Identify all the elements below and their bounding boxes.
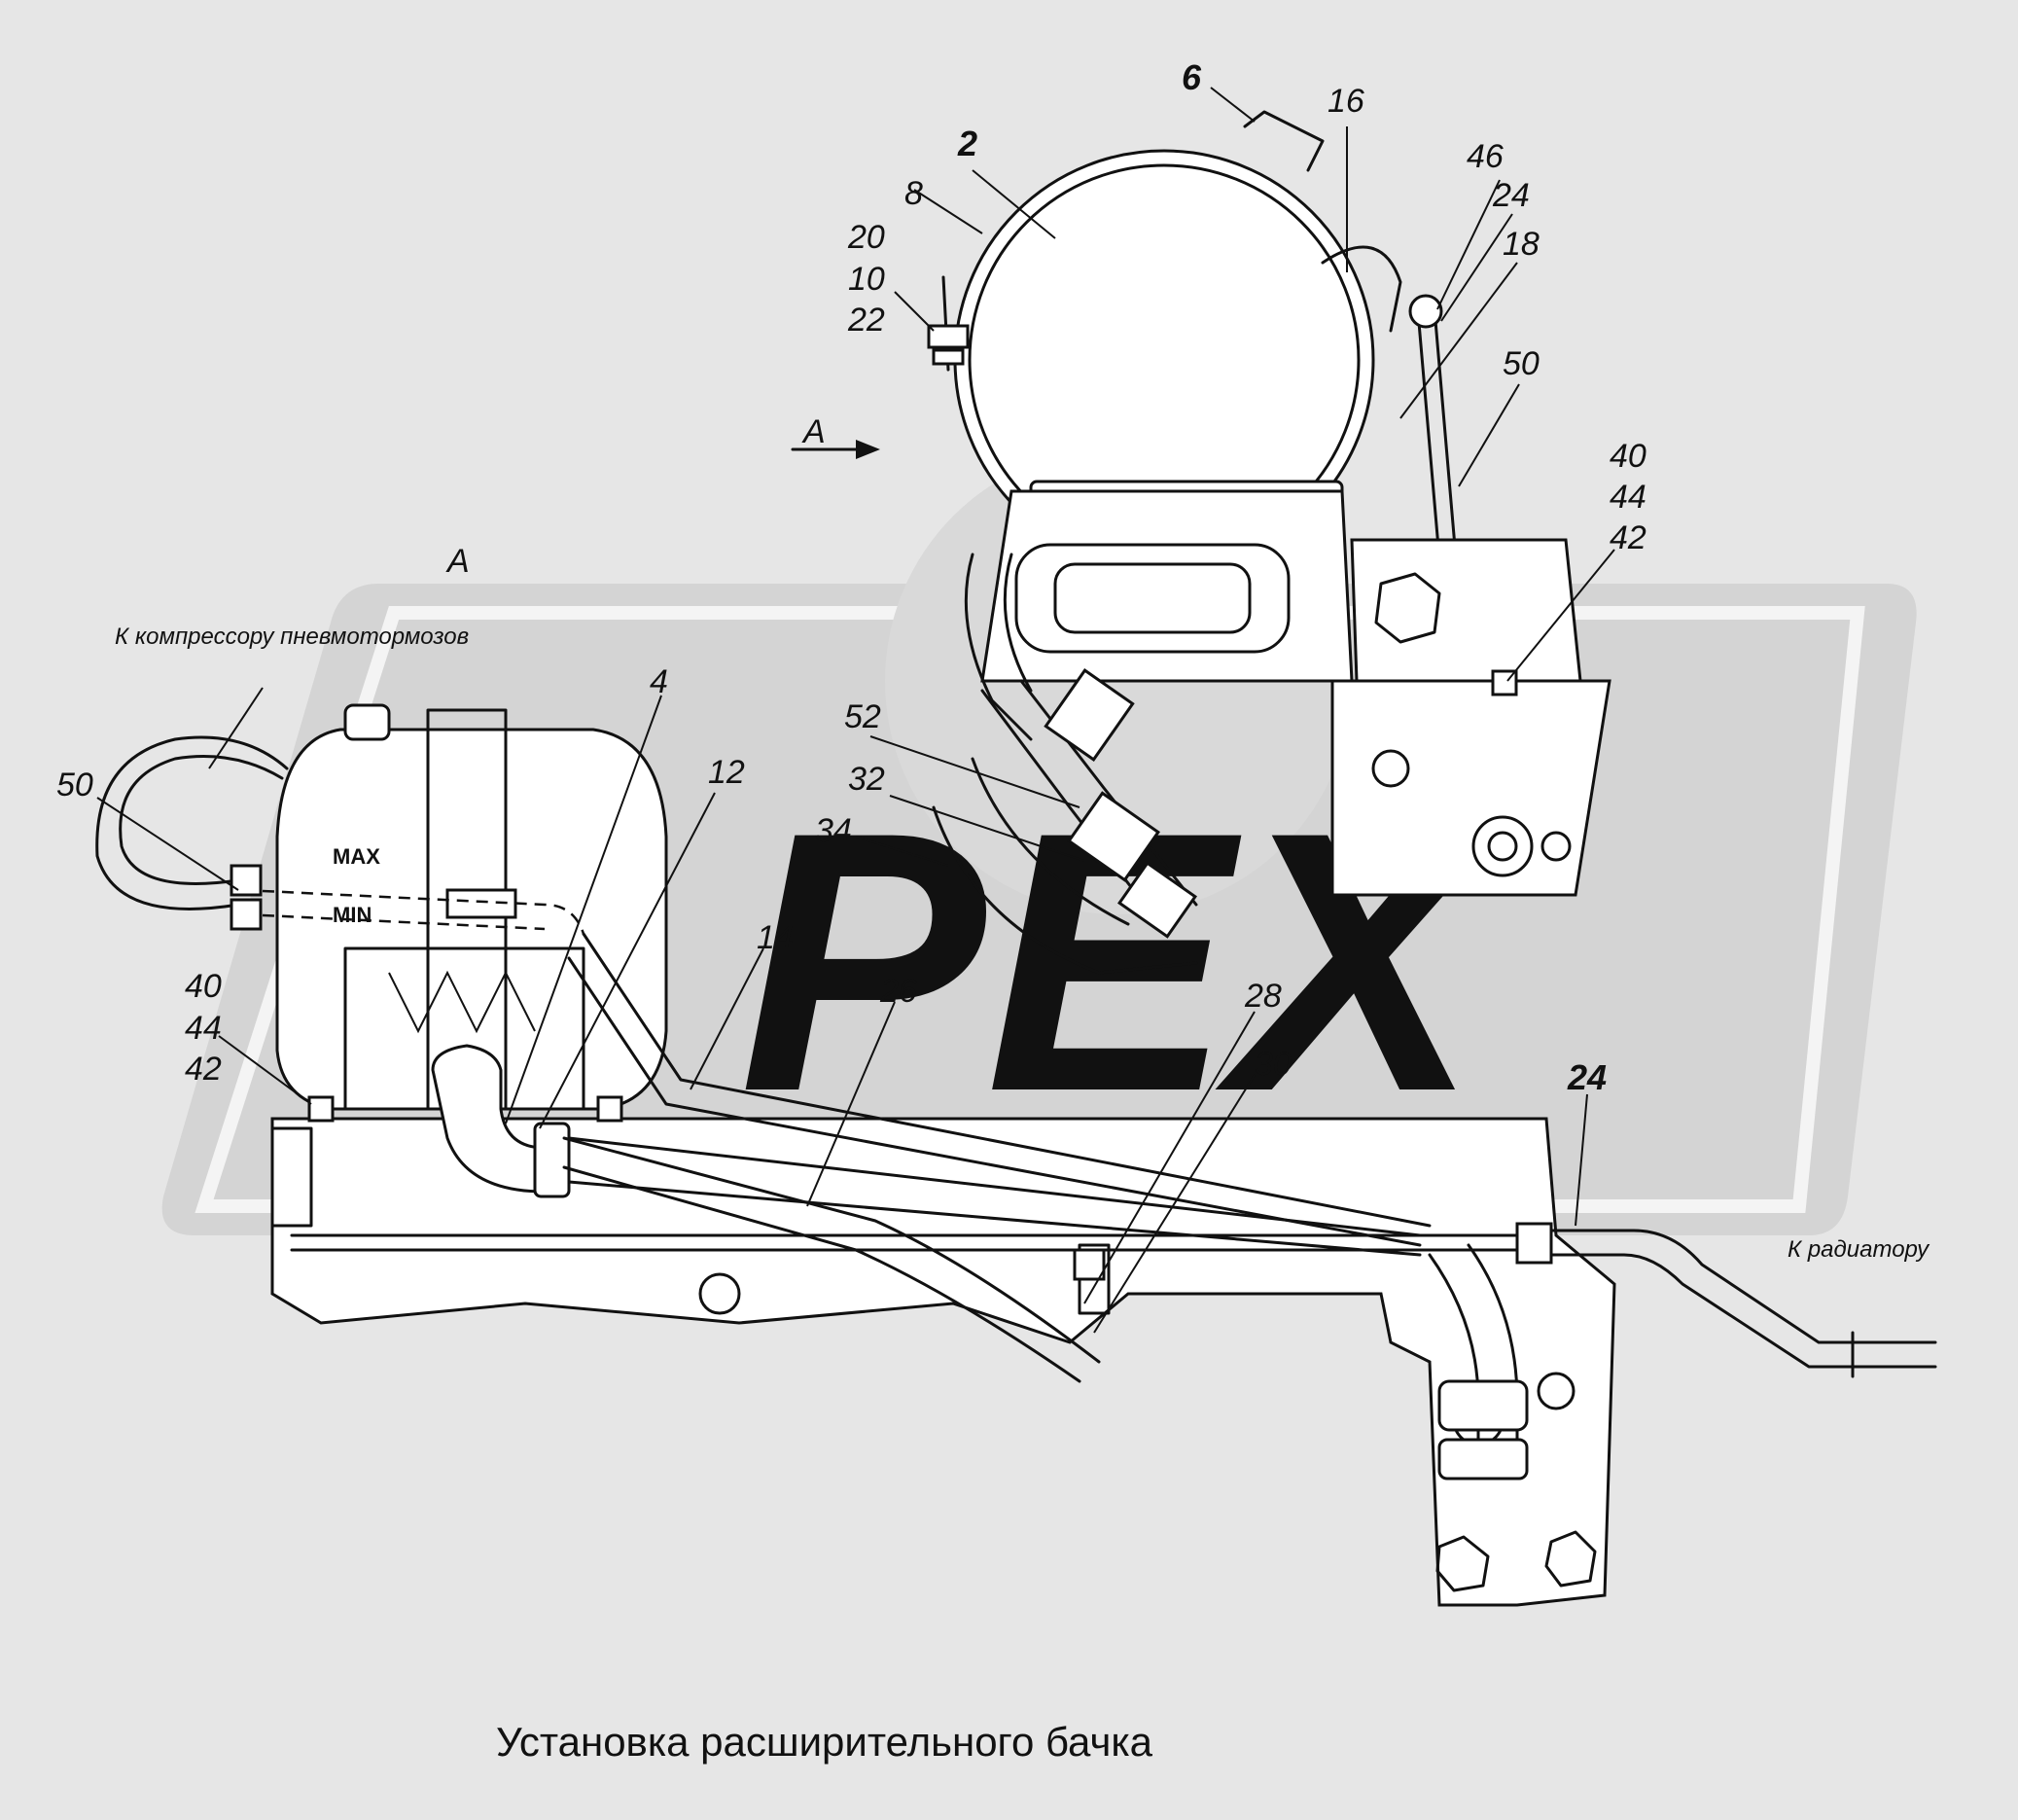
callout-28: 28: [1244, 978, 1282, 1015]
callout-46: 46: [1467, 138, 1504, 175]
callout-26: 26: [879, 973, 917, 1010]
callout-32: 32: [848, 761, 885, 798]
callout-16: 16: [1328, 83, 1364, 120]
callout-22: 22: [847, 302, 885, 339]
callout-44-top: 44: [1610, 479, 1646, 516]
callout-6: 6: [1182, 57, 1202, 97]
callout-8: 8: [904, 175, 923, 212]
note-compressor: К компрессору пневмотормозов: [115, 624, 469, 650]
callouts: 2 6 16 8 20 10 22 46 24 18 50 40 44 42 5…: [56, 57, 1646, 1097]
callout-4: 4: [650, 663, 668, 700]
callout-44-left: 44: [185, 1010, 222, 1047]
engine-head: [964, 489, 1611, 897]
callout-40-left: 40: [185, 968, 222, 1005]
expansion-tank: MAX MIN: [242, 703, 683, 1111]
callout-14: 14: [757, 919, 794, 956]
note-radiator: К радиатору: [1788, 1236, 1930, 1263]
view-arrow: A: [791, 413, 880, 459]
radiator-pipe: [1515, 1222, 1937, 1378]
callout-42-left: 42: [185, 1051, 222, 1088]
view-label: A: [445, 543, 470, 580]
callout-50-top: 50: [1503, 345, 1540, 382]
callout-24-right: 24: [1567, 1057, 1607, 1097]
leader-lines: [96, 87, 1615, 1334]
mount-nuts: [307, 669, 1518, 1281]
tank-min-mark: MIN: [333, 903, 372, 927]
callout-50-left: 50: [56, 767, 93, 803]
callout-52: 52: [844, 698, 881, 735]
lower-hose: [1428, 1243, 1529, 1481]
figure-caption: Установка расширительного бачка: [496, 1719, 1153, 1765]
callout-20: 20: [847, 219, 885, 256]
callout-2: 2: [957, 124, 977, 163]
callout-24-top: 24: [1492, 177, 1530, 214]
pipe-26: [562, 1136, 1101, 1383]
callout-10: 10: [848, 261, 885, 298]
callout-30: 30: [1255, 1046, 1292, 1083]
hose-52: [932, 668, 1198, 975]
view-arrow-label: A: [801, 413, 826, 450]
tank-max-mark: MAX: [333, 844, 380, 869]
callout-12: 12: [708, 754, 745, 791]
engine-block: [270, 1117, 1616, 1607]
clamp-bolt: [927, 275, 970, 372]
callout-42-top: 42: [1610, 519, 1646, 556]
callout-40-top: 40: [1610, 438, 1646, 475]
callout-18: 18: [1503, 226, 1540, 263]
compressor-hose: [95, 735, 289, 931]
callout-34: 34: [815, 812, 852, 849]
